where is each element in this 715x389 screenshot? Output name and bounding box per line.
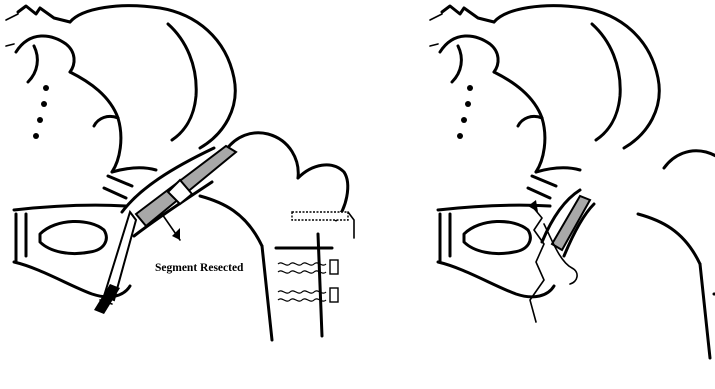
arrow-icon (162, 214, 180, 240)
panel-before-resection: Segment Resected (6, 6, 354, 340)
panel-after-resection (430, 6, 715, 358)
annotation-segment-resected: Segment Resected (155, 262, 244, 274)
